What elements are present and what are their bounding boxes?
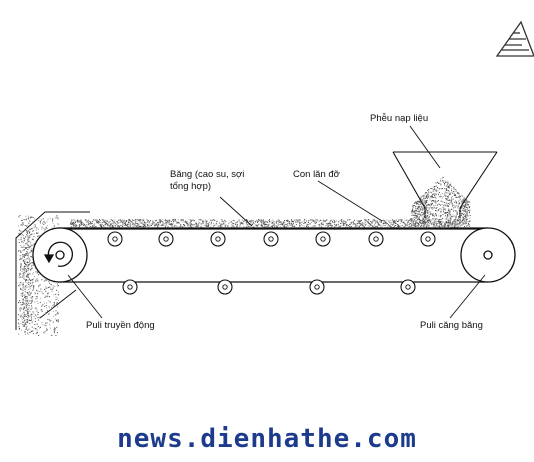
idler-roller-top <box>368 231 384 247</box>
idler-roller-return <box>400 279 416 295</box>
drive-pulley-label: Puli truyền động <box>86 320 155 331</box>
site-watermark: news.dienhathe.com <box>117 424 417 454</box>
idler-roller-top <box>210 231 226 247</box>
idler-roller-top <box>420 231 436 247</box>
triangle-logo-icon <box>495 20 534 57</box>
idler-roller-top <box>107 231 123 247</box>
tension-pulley <box>460 227 516 283</box>
idler-roller-return <box>309 279 325 295</box>
idler-label: Con lăn đỡ <box>293 169 340 180</box>
tension-pulley-label: Puli căng băng <box>420 320 483 331</box>
idler-roller-return <box>122 279 138 295</box>
idler-roller-return <box>217 279 233 295</box>
idler-rollers <box>107 231 436 295</box>
belt-label: Băng (cao su, sợi tổng hợp) <box>170 169 245 192</box>
leader-lines <box>67 125 486 319</box>
feed-hopper <box>392 151 498 218</box>
idler-roller-top <box>263 231 279 247</box>
idler-roller-top <box>158 231 174 247</box>
drive-pulley <box>32 227 88 283</box>
discharge-chute <box>15 211 90 330</box>
bulk-material <box>18 176 471 336</box>
hopper-label: Phễu nạp liệu <box>370 113 429 124</box>
idler-roller-top <box>315 231 331 247</box>
